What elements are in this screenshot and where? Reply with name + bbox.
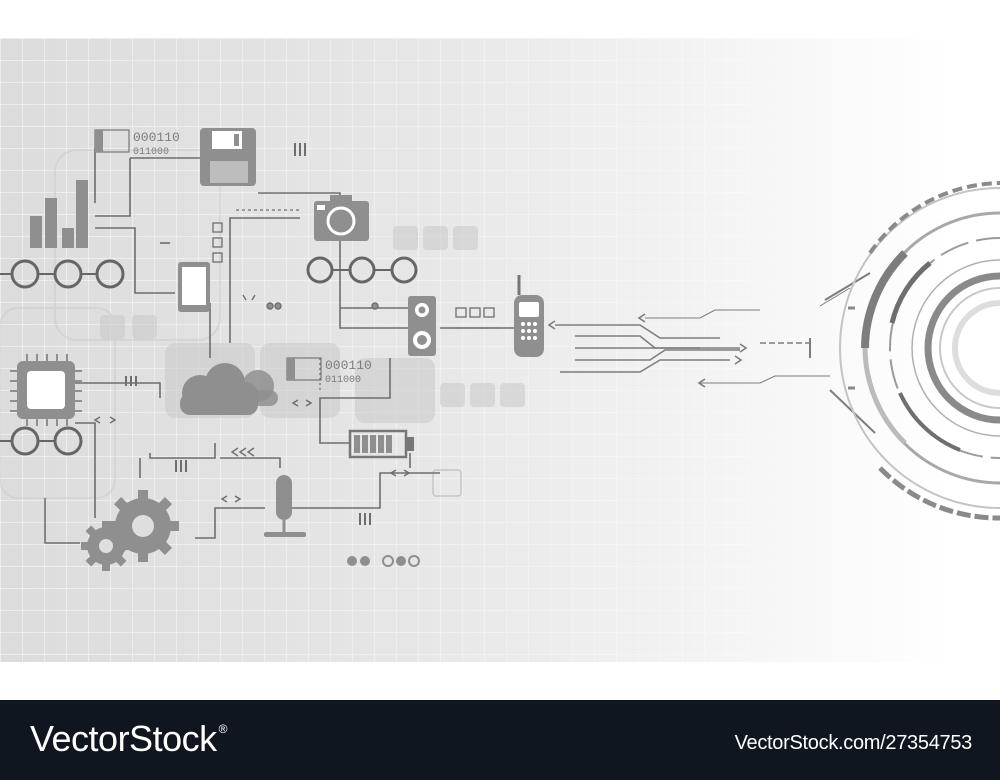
- binary-text-1: 000110: [133, 130, 180, 145]
- bar-chart-icon: [30, 180, 88, 248]
- arrow-marks: [93, 294, 411, 503]
- artwork-canvas: 000110 011000: [0, 38, 1000, 662]
- tech-background-artwork: 000110 011000: [0, 38, 1000, 662]
- floppy-disk-icon: [200, 128, 256, 186]
- binary-block-mid: 000110 011000: [286, 357, 372, 386]
- battery-icon: [348, 429, 414, 459]
- binary-block-top: 000110 011000: [94, 129, 180, 158]
- circuit-lines: [44, 148, 520, 544]
- registered-mark: ®: [218, 722, 228, 736]
- camera-icon: [314, 195, 369, 241]
- dotted-connectors: [212, 209, 500, 393]
- processor-chip-icon: [10, 354, 82, 426]
- smartphone-icon: [178, 262, 210, 312]
- binary-text-3: 000110: [325, 358, 372, 373]
- footer-bar: VectorStock® VectorStock.com/27354753: [0, 700, 1000, 780]
- circle-chain-bottom: [0, 426, 83, 456]
- image-id-text: VectorStock.com/27354753: [734, 732, 973, 754]
- binary-text-4: 011000: [325, 375, 361, 386]
- microphone-icon: [264, 475, 306, 537]
- circle-chain-right: [306, 256, 418, 284]
- brand-name: VectorStock: [30, 718, 217, 759]
- tech-ring: [839, 181, 1000, 521]
- tick-marks: [125, 143, 371, 525]
- cloud-icon: [180, 363, 278, 415]
- gears-icon: [81, 490, 179, 571]
- circle-chain-left: [0, 259, 125, 289]
- data-stream-arrows: [547, 272, 876, 434]
- mobile-phone-icon: [514, 275, 544, 357]
- speaker-icon: [408, 296, 436, 356]
- binary-text-2: 011000: [133, 147, 169, 158]
- dot-group: [347, 555, 420, 567]
- vectorstock-logo: VectorStock®: [30, 718, 227, 760]
